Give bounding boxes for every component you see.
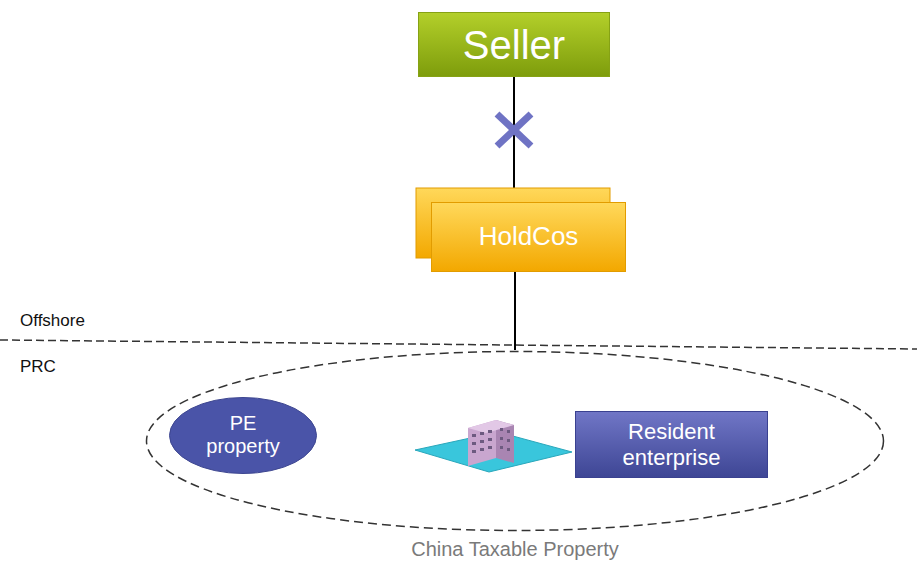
boundary-line [0,340,917,349]
process-box: Resident enterprise [575,411,768,478]
cross-mark [497,114,531,146]
region-label: Offshore [20,311,85,331]
ellipse-node: PE property [168,396,318,475]
stacked-box: HoldCos [431,202,626,272]
process-box: Seller [418,12,610,77]
connector-line [514,77,515,202]
region-heading: China Taxable Property [145,538,885,561]
building-illustration [415,420,572,472]
region-label: PRC [20,357,56,377]
node-label: HoldCos [479,222,579,252]
node-label: PE property [198,412,288,458]
node-label: Resident enterprise [592,419,752,470]
region-ellipse: China Taxable PropertyPE propertyResiden… [145,350,885,532]
node-label: Seller [463,22,565,68]
connector-line [515,272,516,350]
